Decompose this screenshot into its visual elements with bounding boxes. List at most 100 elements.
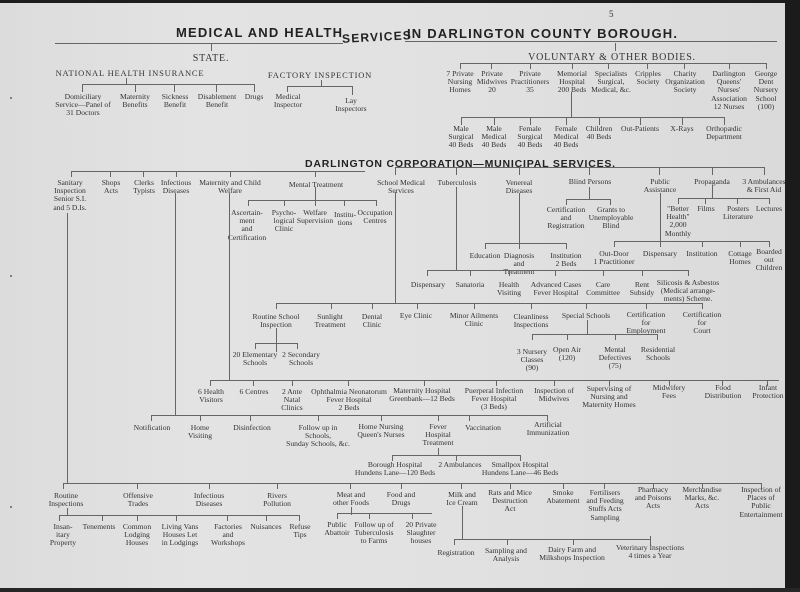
connector bbox=[82, 84, 83, 92]
connector bbox=[137, 483, 138, 489]
page-right-edge bbox=[785, 0, 800, 592]
connector bbox=[143, 171, 144, 177]
connector bbox=[266, 515, 267, 521]
connector bbox=[351, 507, 352, 515]
connector bbox=[519, 193, 520, 243]
connector bbox=[216, 84, 217, 92]
ri-refuse-tips: Refuse Tips bbox=[289, 522, 311, 540]
connector bbox=[348, 380, 349, 386]
muni-mental-treatment: Mental Treatment bbox=[288, 180, 344, 189]
connector bbox=[337, 513, 338, 519]
memorial-x-rays: X-Rays bbox=[670, 124, 694, 133]
connector bbox=[615, 334, 616, 340]
propaganda-better-health: "Better Health" 2,000 Monthly bbox=[664, 204, 692, 238]
connector bbox=[200, 415, 201, 421]
connector bbox=[573, 539, 574, 545]
school-routine-inspection: Routine School Inspection bbox=[252, 312, 300, 330]
mcw-food-distribution: Food Distribution bbox=[704, 383, 742, 401]
connector bbox=[567, 334, 568, 340]
margin-speck bbox=[10, 97, 12, 99]
nhi-sickness: Sickness Benefit bbox=[161, 92, 189, 110]
inf-follow-up-schools: Follow up in Schools, Sunday Schools, &c… bbox=[286, 423, 350, 449]
document-page bbox=[0, 0, 785, 588]
connector bbox=[315, 187, 316, 200]
muni-blind-persons: Blind Persons bbox=[568, 177, 612, 186]
mental-ascertainment: Ascertain- ment and Certification bbox=[227, 208, 267, 242]
connector bbox=[669, 380, 670, 386]
muni-propaganda: Propaganda bbox=[694, 177, 730, 186]
connector bbox=[277, 483, 278, 489]
nhi-heading: NATIONAL HEALTH INSURANCE bbox=[55, 68, 205, 78]
connector bbox=[702, 241, 703, 247]
school-sunlight-treatment: Sunlight Treatment bbox=[314, 312, 346, 330]
connector bbox=[297, 343, 298, 349]
page-bottom-edge bbox=[0, 588, 800, 592]
vol-charity-organization: Charity Organization Society bbox=[665, 69, 705, 95]
connector bbox=[318, 415, 319, 421]
muni-infectious-diseases: Infectious Diseases bbox=[160, 178, 192, 196]
connector bbox=[469, 415, 547, 416]
connector bbox=[151, 415, 152, 421]
connector bbox=[135, 84, 136, 92]
connector bbox=[688, 270, 689, 276]
connector bbox=[427, 270, 428, 276]
connector bbox=[461, 117, 725, 118]
milk-dairy-farm-inspection: Dairy Farm and Milkshops Inspection bbox=[539, 545, 605, 563]
connector bbox=[350, 483, 351, 489]
connector bbox=[372, 303, 373, 309]
connector bbox=[496, 380, 497, 386]
connector bbox=[381, 415, 382, 421]
connector bbox=[684, 63, 685, 69]
connector bbox=[337, 513, 432, 514]
san-infectious-diseases: Infectious Diseases bbox=[193, 491, 225, 509]
connector bbox=[176, 171, 177, 177]
connector bbox=[276, 328, 277, 352]
connector bbox=[532, 334, 533, 340]
connector bbox=[454, 539, 650, 540]
connector bbox=[460, 63, 766, 64]
inf-fever-hospital: Fever Hospital Treatment bbox=[422, 422, 454, 448]
connector bbox=[485, 243, 486, 249]
connector bbox=[729, 63, 730, 69]
inf-home-visiting: Home Visiting bbox=[187, 423, 213, 441]
milk-registration: Registration bbox=[437, 548, 475, 557]
connector bbox=[284, 200, 285, 206]
connector bbox=[456, 167, 457, 175]
connector bbox=[474, 303, 475, 309]
connector bbox=[554, 380, 555, 386]
connector bbox=[766, 63, 767, 69]
mental-welfare-supervision: Welfare Supervision bbox=[296, 208, 334, 226]
school-minor-ailments: Minor Ailments Clinic bbox=[449, 311, 499, 329]
connector bbox=[210, 380, 779, 381]
venereal-diagnosis: Diagnosis and Treatment bbox=[503, 251, 535, 277]
muni-public-assistance: Public Assistance bbox=[643, 177, 677, 195]
san-milk-ice-cream: Milk and Ice Cream bbox=[446, 490, 478, 508]
connector bbox=[767, 380, 768, 386]
connector bbox=[566, 199, 610, 200]
nhi-disablement: Disablement Benefit bbox=[197, 92, 237, 110]
connector bbox=[229, 193, 230, 380]
meat-follow-up-tb: Follow up of Tuberculosis to Farms bbox=[354, 520, 394, 546]
connector bbox=[461, 483, 462, 489]
connector bbox=[369, 513, 370, 519]
mcw-ante-natal: 2 Ante Natal Clinics bbox=[281, 387, 303, 413]
nhi-domiciliary: Domiciliary Service—Panel of 31 Doctors bbox=[55, 92, 111, 118]
memorial-out-patients: Out-Patients bbox=[621, 124, 659, 133]
nhi-drugs: Drugs bbox=[244, 92, 264, 101]
connector bbox=[702, 303, 703, 309]
san-offensive-trades: Offensive Trades bbox=[123, 491, 153, 509]
connector bbox=[702, 483, 703, 489]
connector bbox=[650, 536, 651, 545]
connector bbox=[250, 415, 251, 421]
connector bbox=[494, 117, 495, 125]
connector bbox=[292, 380, 293, 386]
connector bbox=[678, 198, 769, 199]
vol-nursing-homes: 7 Private Nursing Homes bbox=[446, 69, 474, 95]
connector bbox=[287, 86, 353, 87]
tb-health-visiting: Health Visiting bbox=[496, 280, 522, 298]
muni-venereal-diseases: Venereal Diseases bbox=[505, 178, 533, 196]
mcw-centres: 6 Centres bbox=[239, 387, 269, 396]
routine-secondary: 2 Secondary Schools bbox=[282, 350, 320, 368]
fever-ambulances: 2 Ambulances bbox=[438, 460, 482, 469]
connector bbox=[587, 320, 588, 334]
